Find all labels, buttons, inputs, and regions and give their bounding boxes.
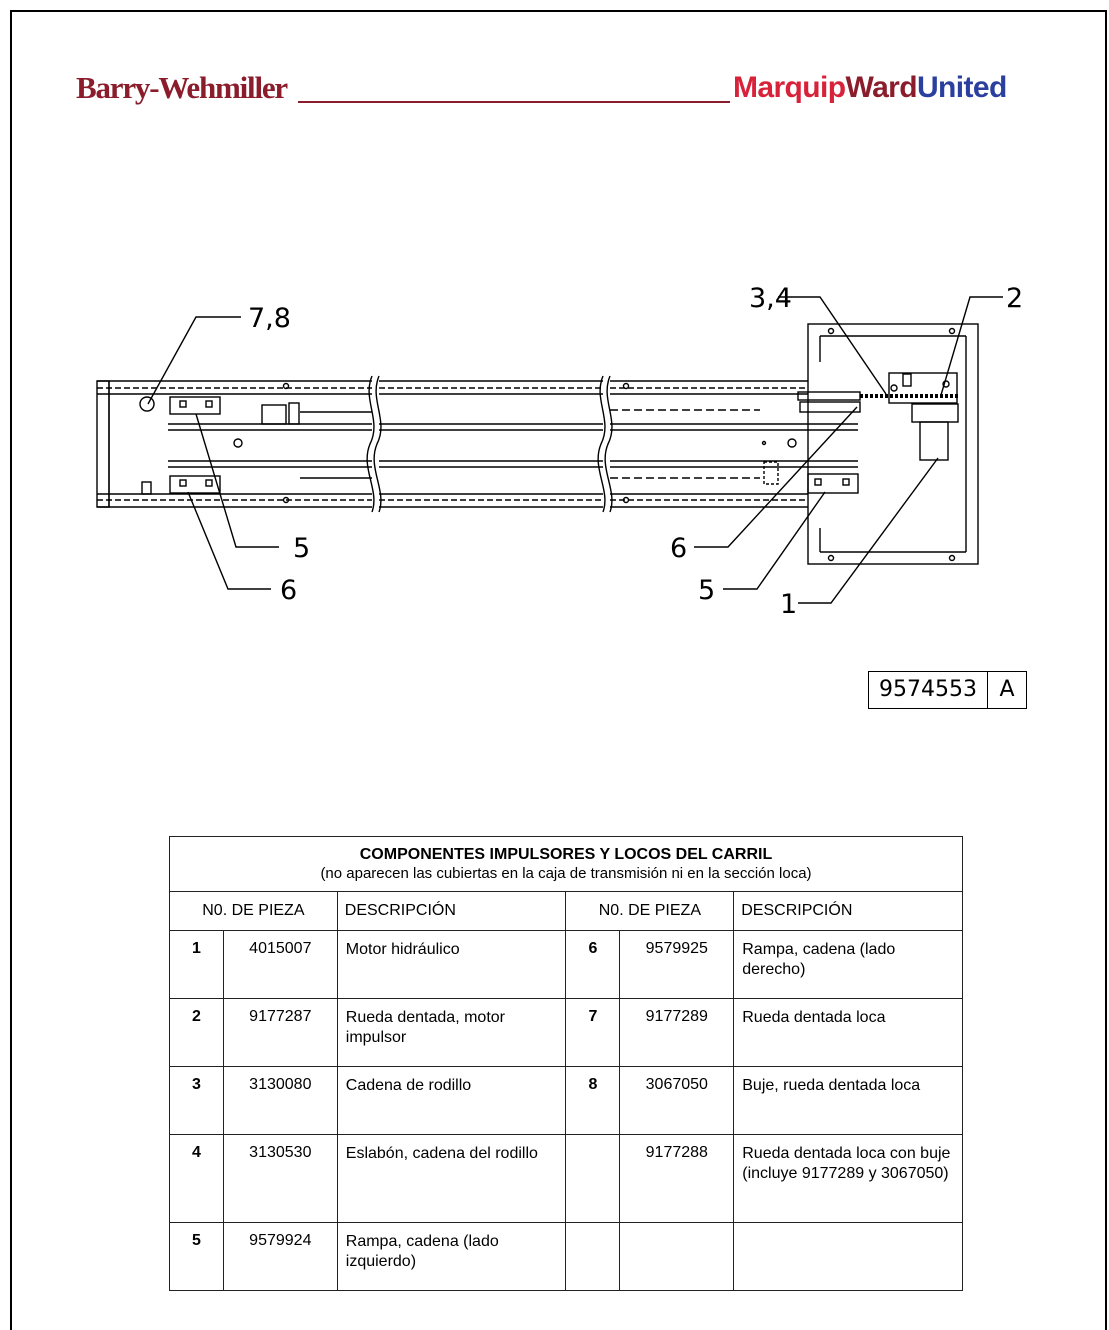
part-description: Rueda dentada loca con buje (incluye 917… (733, 1134, 963, 1223)
logo-word-united: United (916, 71, 1007, 104)
callout-3-4: 3,4 (749, 283, 792, 314)
item-number: 3 (169, 1066, 224, 1135)
idler-ramp-lower (169, 475, 221, 494)
item-number: 2 (169, 998, 224, 1067)
part-description: Rueda dentada, motor impulsor (336, 998, 567, 1067)
idler-ramp-upper (169, 396, 221, 415)
leader-5-right (723, 491, 826, 590)
table-row: 3 3130080 Cadena de rodillo 8 3067050 Bu… (169, 1066, 963, 1135)
leader-5-left (195, 413, 279, 548)
rail-end-plate (96, 380, 110, 508)
drawing-number-box: 9574553 A (868, 671, 1027, 709)
part-description: Rampa, cadena (lado izquierdo) (336, 1222, 567, 1291)
table-title: COMPONENTES IMPULSORES Y LOCOS DEL CARRI… (359, 846, 773, 863)
rail-assembly-drawing: 7,8 3,4 2 5 6 6 5 1 (96, 283, 1023, 620)
barry-wehmiller-logo: Barry-Wehmiller (76, 70, 288, 105)
item-number: 7 (565, 998, 621, 1067)
item-number (565, 1222, 621, 1291)
header-part-no-left: N0. DE PIEZA (169, 891, 338, 931)
part-description: Buje, rueda dentada loca (733, 1066, 963, 1135)
part-number: 9579924 (222, 1222, 338, 1291)
drawing-revision: A (999, 677, 1015, 702)
table-header-row: N0. DE PIEZA DESCRIPCIÓN N0. DE PIEZA DE… (169, 891, 963, 931)
item-number: 5 (169, 1222, 224, 1291)
drawing-number: 9574553 (869, 672, 988, 708)
table-row: 1 4015007 Motor hidráulico 6 9579925 Ram… (169, 930, 963, 999)
callout-6-left: 6 (280, 575, 297, 606)
table-subtitle: (no aparecen las cubiertas en la caja de… (320, 865, 812, 882)
callout-2: 2 (1006, 283, 1023, 314)
drive-sprocket-housing (888, 372, 958, 404)
table-row: 5 9579924 Rampa, cadena (lado izquierdo) (169, 1222, 963, 1291)
callout-1: 1 (780, 589, 797, 620)
item-number (565, 1134, 621, 1223)
part-number: 9177288 (619, 1134, 735, 1223)
leader-2 (940, 296, 1003, 396)
part-number: 3130530 (222, 1134, 338, 1223)
logo-word-ward: Ward (845, 71, 917, 104)
drive-ramp (807, 473, 859, 494)
part-number: 3130080 (222, 1066, 338, 1135)
part-number (619, 1222, 735, 1291)
leader-1 (798, 457, 939, 604)
part-description: Cadena de rodillo (336, 1066, 567, 1135)
table-row: 2 9177287 Rueda dentada, motor impulsor … (169, 998, 963, 1067)
callout-7-8: 7,8 (248, 303, 291, 334)
callout-6-right: 6 (670, 533, 687, 564)
part-description: Motor hidráulico (336, 930, 567, 999)
item-number: 6 (565, 930, 621, 999)
table-row: 4 3130530 Eslabón, cadena del rodillo 91… (169, 1134, 963, 1223)
item-number: 1 (169, 930, 224, 999)
part-number: 9579925 (619, 930, 735, 999)
marquip-ward-united-logo: MarquipWardUnited (733, 71, 1007, 105)
callout-5-right: 5 (698, 575, 715, 606)
item-number: 4 (169, 1134, 224, 1223)
hydraulic-motor (919, 421, 949, 461)
leader-6-right (694, 406, 858, 548)
part-description: Eslabón, cadena del rodillo (336, 1134, 567, 1223)
part-number: 9177289 (619, 998, 735, 1067)
table-title-cell: COMPONENTES IMPULSORES Y LOCOS DEL CARRI… (169, 836, 963, 892)
parts-table: COMPONENTES IMPULSORES Y LOCOS DEL CARRI… (169, 836, 963, 1291)
part-description: Rampa, cadena (lado derecho) (733, 930, 963, 999)
logo-word-marquip: Marquip (733, 71, 846, 104)
item-number: 8 (565, 1066, 621, 1135)
callout-5-left: 5 (293, 533, 310, 564)
drive-box (807, 323, 979, 565)
idler-sprocket (139, 396, 155, 412)
part-number: 3067050 (619, 1066, 735, 1135)
header-desc-right: DESCRIPCIÓN (733, 891, 963, 931)
part-description (733, 1222, 963, 1291)
page-frame (10, 10, 1107, 1330)
part-number: 4015007 (222, 930, 338, 999)
header-part-no-right: N0. DE PIEZA (565, 891, 735, 931)
part-description: Rueda dentada loca (733, 998, 963, 1067)
header-rule (298, 101, 730, 103)
leader-3-4 (778, 296, 887, 395)
leader-7-8 (147, 316, 241, 405)
leader-6-left (187, 491, 271, 590)
part-number: 9177287 (222, 998, 338, 1067)
header-desc-left: DESCRIPCIÓN (336, 891, 567, 931)
